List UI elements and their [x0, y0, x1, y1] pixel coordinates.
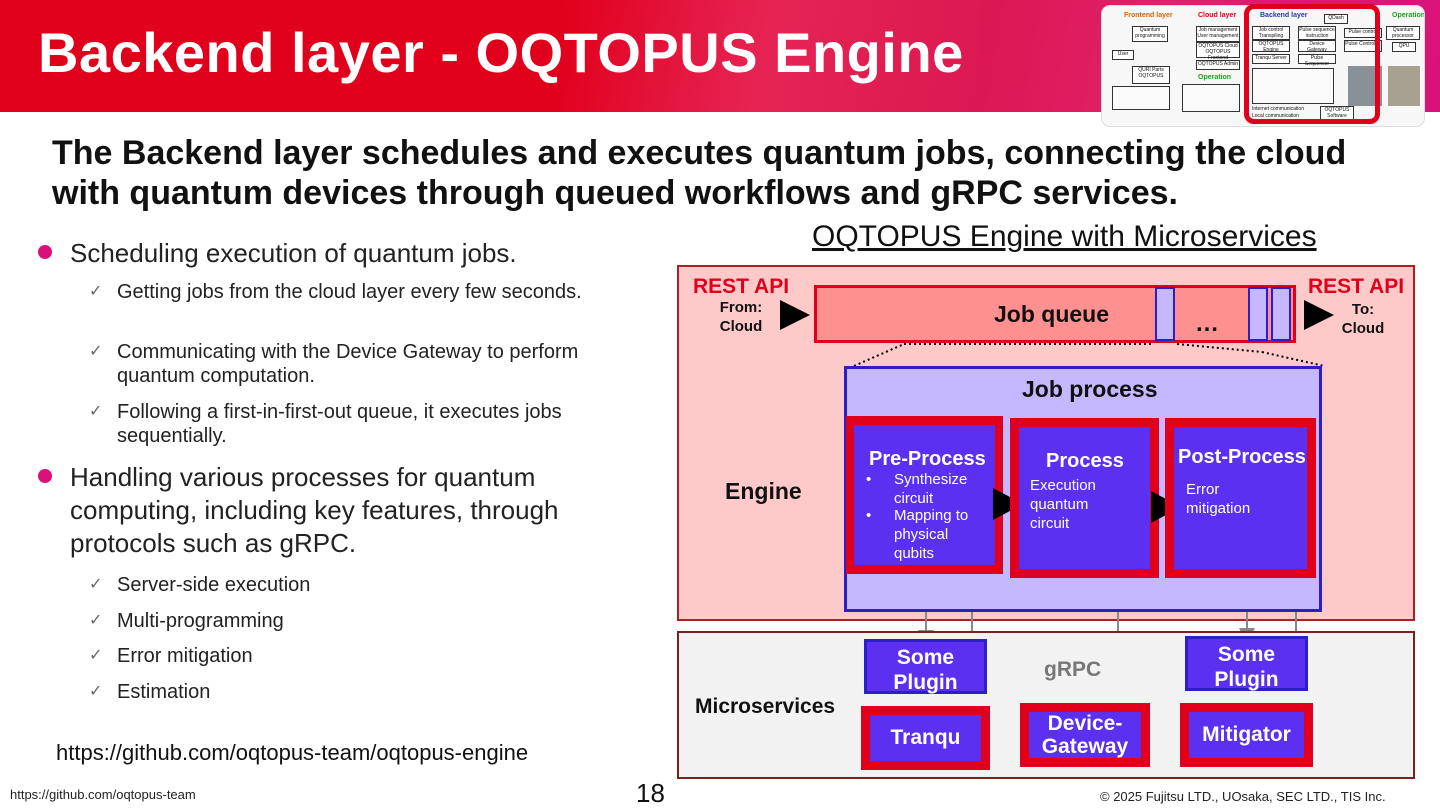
pre-process-title: Pre-Process	[869, 448, 986, 471]
post-process-text: Error mitigation	[1186, 480, 1286, 518]
pre-process-item-1: • Synthesize circuit	[866, 470, 991, 508]
job-process-label: Job process	[1022, 376, 1158, 403]
engine-label: Engine	[725, 478, 802, 505]
plugin-right: Some Plugin	[1185, 636, 1308, 691]
copyright: © 2025 Fujitsu LTD., UOsaka, SEC LTD., T…	[1100, 789, 1386, 804]
pre-process-item-2-text: Mapping to physical qubits	[894, 506, 991, 563]
plugin-left: Some Plugin	[864, 639, 987, 694]
dotted-connector-mid-right	[1177, 344, 1262, 352]
pre-process-item-2: • Mapping to physical qubits	[866, 506, 991, 563]
bullet-dot-icon: •	[866, 506, 871, 525]
pre-process-item-1-text: Synthesize circuit	[894, 470, 991, 508]
post-process-title: Post-Process	[1178, 446, 1306, 469]
process-text: Execution quantum circuit	[1030, 476, 1120, 533]
microservices-label: Microservices	[695, 695, 835, 719]
process-title: Process	[1046, 450, 1124, 473]
grpc-label: gRPC	[1044, 658, 1101, 682]
bullet-dot-icon: •	[866, 470, 871, 489]
footer-link[interactable]: https://github.com/oqtopus-team	[10, 787, 196, 802]
dotted-connector-right	[1262, 352, 1324, 366]
device-gateway-service: Device-Gateway	[1029, 712, 1141, 758]
mitigator-service: Mitigator	[1189, 712, 1304, 758]
tranqu-service: Tranqu	[870, 715, 981, 761]
page-number: 18	[636, 778, 665, 809]
dotted-connector-left	[854, 344, 904, 366]
